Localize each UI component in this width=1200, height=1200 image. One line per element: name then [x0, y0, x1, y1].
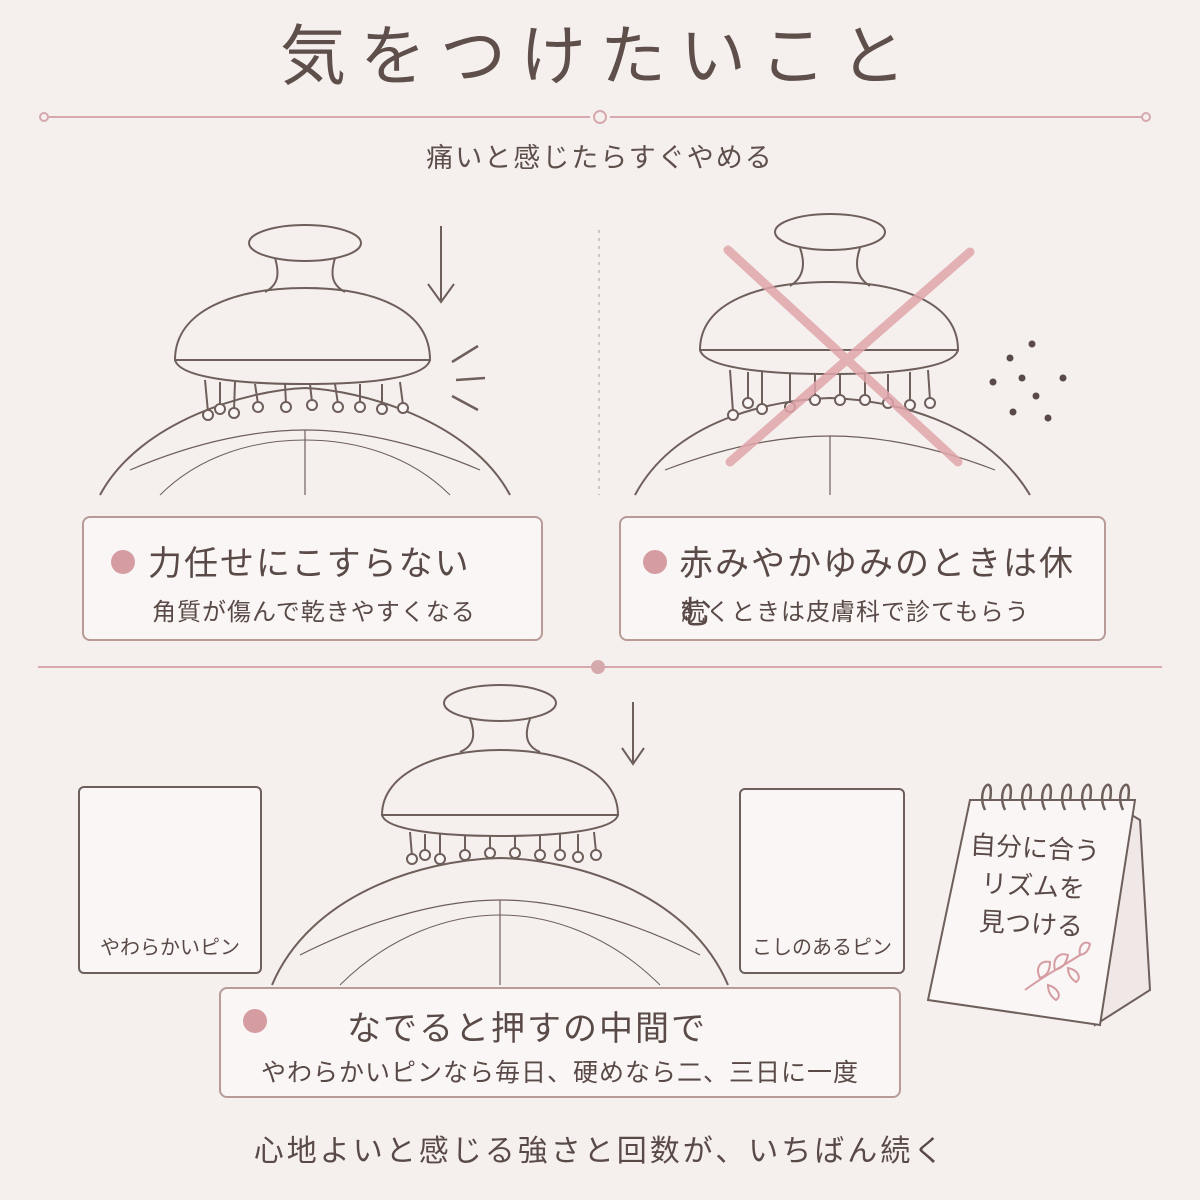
pressure-arrow-icon: [427, 226, 455, 304]
irritation-dots-icon: [989, 340, 1067, 422]
card-subtext: やわらかいピンなら毎日、硬めなら二、三日に一度: [261, 1058, 860, 1087]
prohibited-cross-icon: [723, 245, 975, 467]
gentle-arrow-icon: [621, 702, 645, 766]
pain-lines-icon: [451, 344, 486, 412]
card-heading: 赤みやかゆみのときは休む: [679, 544, 1075, 633]
brush-bottom-pins: [406, 831, 602, 865]
soft-pin-label: やわらかいピン: [100, 935, 240, 959]
firm-pin-box: こしのあるピン: [739, 788, 905, 974]
caution-card-redness: 赤みやかゆみのときは休む 続くときは皮膚科で診てもらう: [619, 516, 1106, 641]
firm-pin-label: こしのあるピン: [752, 935, 892, 959]
top-divider: [39, 110, 1151, 124]
brush-left-pins: [202, 379, 409, 421]
bullet-dot-icon: [643, 550, 667, 574]
bullet-dot-icon: [111, 550, 135, 574]
brush-bottom-illustration: [271, 684, 729, 986]
middle-divider: [38, 660, 1162, 674]
page-subtitle: 痛いと感じたらすぐやめる: [426, 143, 774, 174]
card-subtext: 続くときは皮膚科で診てもらう: [681, 598, 1030, 626]
page-title: 気をつけたいこと: [280, 18, 920, 95]
card-heading: 力任せにこすらない: [148, 544, 471, 584]
footer-message: 心地よいと感じる強さと回数が、いちばん続く: [253, 1134, 947, 1169]
caution-card-middle: なでると押すの中間で やわらかいピンなら毎日、硬めなら二、三日に一度: [219, 987, 901, 1098]
calendar-icon: [926, 783, 1152, 1027]
card-subtext: 角質が傷んで乾きやすくなる: [152, 598, 476, 626]
soft-pin-box: やわらかいピン: [78, 786, 262, 974]
card-heading: なでると押すの中間で: [347, 1009, 707, 1049]
calendar-text: 自分に合う リズムを 見つける: [955, 826, 1111, 948]
bullet-dot-icon: [243, 1009, 267, 1033]
leaf-sprig-icon: [1024, 941, 1092, 1002]
caution-card-force: 力任せにこすらない 角質が傷んで乾きやすくなる: [82, 516, 543, 641]
brush-left-illustration: [99, 224, 511, 496]
calendar-line-3: 見つける: [978, 907, 1084, 943]
